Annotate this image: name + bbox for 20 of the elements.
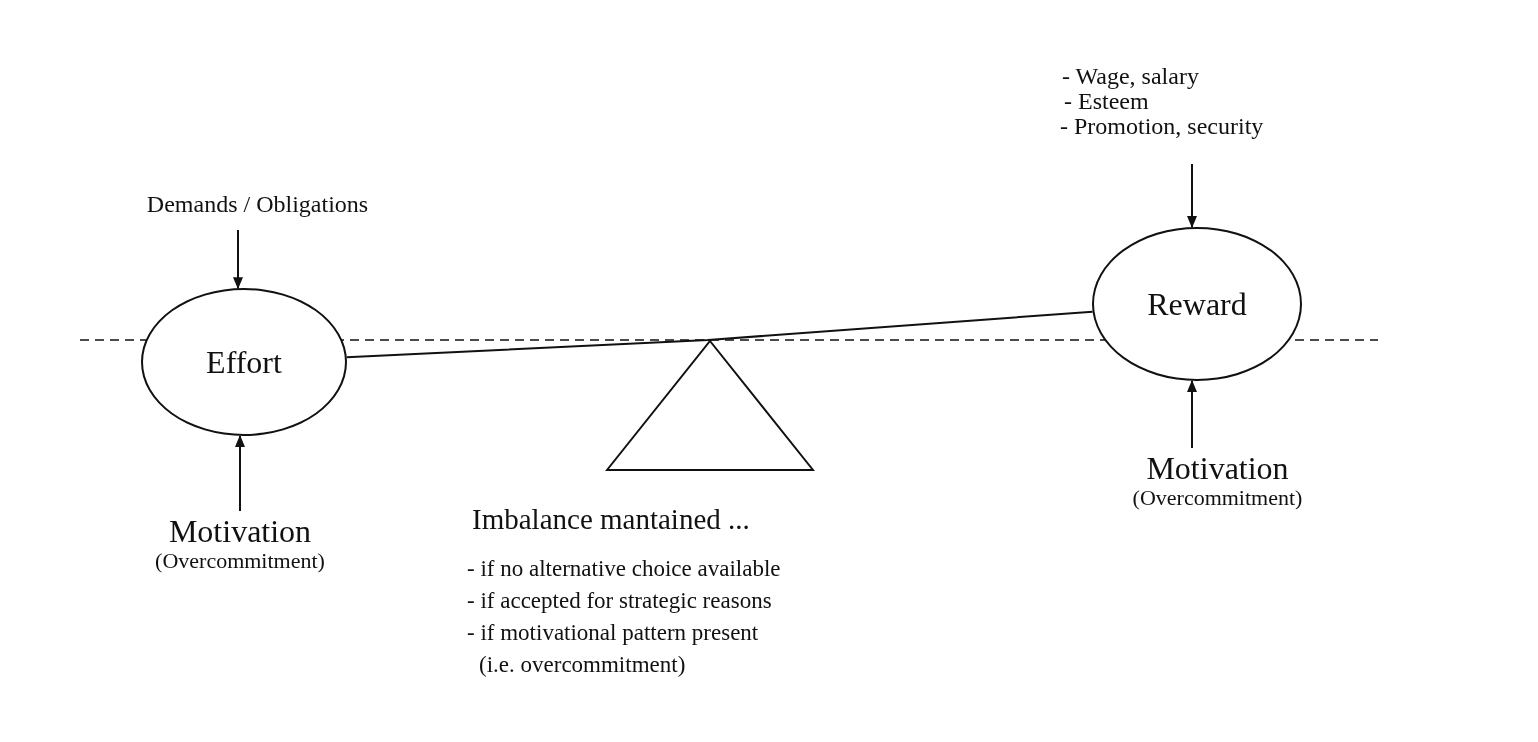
text-label: (Overcommitment)	[1131, 485, 1304, 509]
list-item: - if no alternative choice available	[467, 556, 781, 582]
list-item: (i.e. overcommitment)	[479, 652, 686, 678]
text-label: Demands / Obligations	[145, 192, 370, 218]
list-item: - Wage, salary	[1061, 64, 1200, 90]
balance-beam	[345, 310, 1094, 359]
list-item: - if accepted for strategic reasons	[467, 588, 772, 614]
list-item: - Promotion, security	[1060, 114, 1265, 140]
node-label: Reward	[1147, 285, 1247, 323]
text-label: Motivation	[167, 515, 313, 549]
arrow	[235, 434, 245, 512]
list-item: - Esteem	[1063, 89, 1149, 115]
arrow	[1187, 379, 1197, 449]
heading-text: Imbalance mantained ...	[472, 503, 750, 536]
text-label: Motivation	[1145, 452, 1290, 486]
list-item: - if motivational pattern present	[467, 620, 759, 646]
arrow	[233, 229, 243, 290]
arrow	[1187, 163, 1197, 229]
node-label: Effort	[206, 343, 282, 381]
text-label: (Overcommitment)	[154, 548, 326, 572]
